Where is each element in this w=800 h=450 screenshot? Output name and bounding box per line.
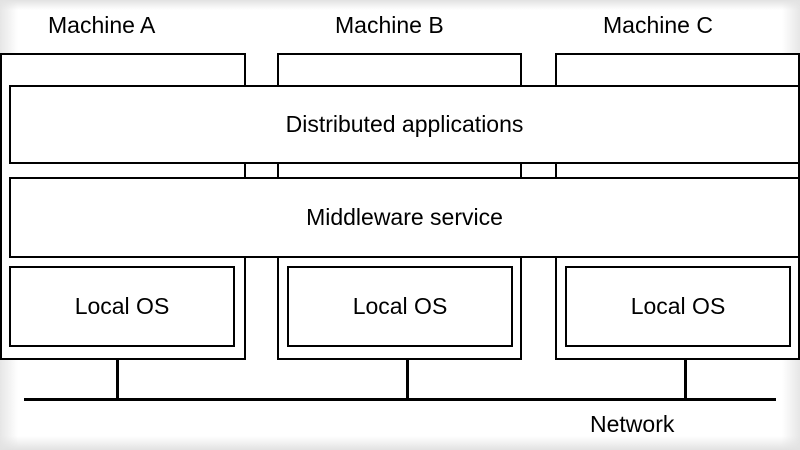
machine-c-title: Machine C	[603, 12, 713, 38]
network-label: Network	[590, 411, 675, 437]
machine-b-local-os-label: Local OS	[352, 293, 448, 319]
distributed-applications-layer: Distributed applications	[9, 85, 800, 164]
machine-b-local-os: Local OS	[287, 266, 513, 347]
middleware-service-layer: Middleware service	[9, 177, 800, 258]
distributed-applications-label: Distributed applications	[285, 111, 524, 137]
machine-a-network-connector	[116, 360, 119, 400]
machine-c-local-os-label: Local OS	[630, 293, 726, 319]
bottom-fade	[0, 436, 800, 450]
machine-c-local-os: Local OS	[565, 266, 791, 347]
network-bus	[24, 398, 776, 401]
machine-c-network-connector	[684, 360, 687, 400]
machine-a-local-os: Local OS	[9, 266, 235, 347]
machine-b-network-connector	[406, 360, 409, 400]
machine-b-title: Machine B	[335, 12, 444, 38]
machine-a-title: Machine A	[48, 12, 156, 38]
top-fade	[0, 0, 800, 10]
middleware-service-label: Middleware service	[306, 204, 503, 230]
machine-a-local-os-label: Local OS	[74, 293, 170, 319]
